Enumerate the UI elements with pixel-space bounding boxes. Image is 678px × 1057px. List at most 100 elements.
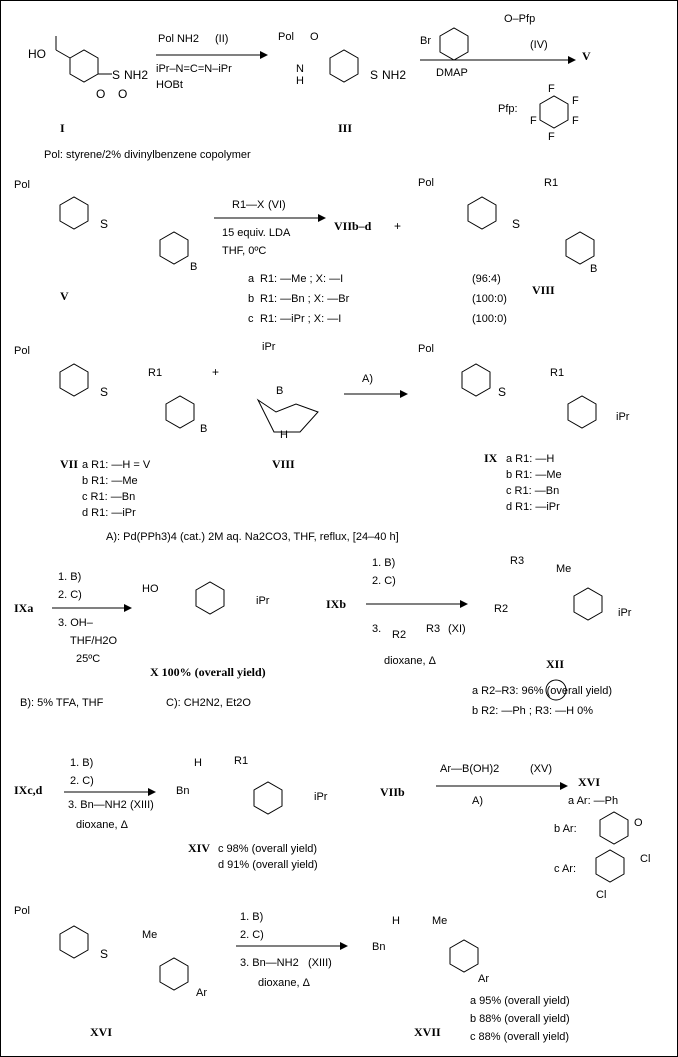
atom-o: O	[118, 87, 127, 101]
label-I: I	[60, 121, 65, 135]
atom-h: H	[392, 915, 400, 927]
entry-a: a R1: —H = V	[82, 459, 151, 471]
entry-c-ratio: (100:0)	[472, 313, 507, 325]
entry-c: c Ar:	[554, 863, 576, 875]
compound-XIV: H Bn R1 iPr XIV	[176, 755, 328, 855]
atom-s: S	[100, 217, 108, 231]
cond-3: 3.	[372, 623, 381, 635]
entry-b: b R1: —Me	[82, 475, 138, 487]
atom-me: Me	[556, 563, 571, 575]
atom-br: B	[190, 261, 197, 273]
atom-ipr: iPr	[256, 595, 270, 607]
entry-d: d 91% (overall yield)	[218, 859, 318, 871]
atom-pol: Pol	[418, 177, 434, 189]
step-3-conditions: R1—X (VI) 15 equiv. LDA THF, 0ºC VIIb–d …	[214, 199, 401, 257]
entry-c: c 88% (overall yield)	[470, 1031, 569, 1043]
compound-X: HO iPr X 100% (overall yield)	[142, 581, 270, 679]
label-VI: (VI)	[268, 199, 286, 211]
atom-f: F	[572, 95, 579, 107]
label-XVII: XVII	[414, 1025, 441, 1039]
compound-VII: Pol S R1 B VII	[14, 345, 207, 471]
reagent-pol-nh2: Pol NH2	[158, 33, 199, 45]
label-VIII2: VIII	[272, 457, 295, 471]
reagent-hobt: HOBt	[156, 79, 183, 91]
atom-r1: R1	[550, 367, 564, 379]
atom-pol: Pol	[278, 31, 294, 43]
entry-a-ratio: (96:4)	[472, 273, 501, 285]
entry-a: a 95% (overall yield)	[470, 995, 570, 1007]
ring-icon	[545, 679, 567, 701]
entry-c: c	[248, 313, 254, 325]
label-VII: VII	[60, 457, 78, 471]
reagent-dic: iPr–N=C=N–iPr	[156, 63, 232, 75]
reagent-thf: THF, 0ºC	[222, 245, 266, 257]
atom-h: H	[194, 757, 202, 769]
atom-h: H	[296, 75, 304, 87]
atom-pol: Pol	[14, 905, 30, 917]
table-viii: a R1: —Me ; X: —I (96:4) b R1: —Bn ; X: …	[248, 273, 507, 325]
label-XVI: XVI	[578, 775, 600, 789]
entry-c: c 98% (overall yield)	[218, 843, 317, 855]
atom-cl: Cl	[596, 889, 606, 901]
label-XII: XII	[546, 657, 564, 671]
label-X: X 100% (overall yield)	[150, 665, 266, 679]
cond-A: A)	[362, 373, 373, 385]
atom-h: H	[280, 429, 288, 441]
compound-V: Pol S B V	[14, 179, 197, 303]
cond-B: 1. B)	[240, 911, 263, 923]
label-pfp: Pfp:	[498, 103, 518, 115]
entry-c-r: R1: —iPr ; X: —I	[260, 313, 341, 325]
atom-bn: Bn	[372, 941, 385, 953]
cond-dioxane: dioxane, Δ	[76, 819, 129, 831]
table-ix: a R1: —H b R1: —Me c R1: —Bn d R1: —iPr	[506, 453, 562, 513]
reagent-r1x: R1—X	[232, 199, 265, 211]
atom-s: S	[512, 217, 520, 231]
atom-r2: R2	[392, 629, 406, 641]
table-xiv: c 98% (overall yield) d 91% (overall yie…	[218, 843, 318, 871]
entry-a: a	[248, 273, 255, 285]
compound-III: Pol N H O S NH2 III	[278, 31, 406, 135]
entry-d: d R1: —iPr	[82, 507, 136, 519]
atom-ipr: iPr	[262, 341, 276, 353]
label-II: (II)	[215, 33, 228, 45]
label-XIII2: (XIII)	[308, 957, 332, 969]
label-IX: IX	[484, 451, 498, 465]
reagent-arboh2: Ar—B(OH)2	[440, 763, 499, 775]
atom-br: B	[200, 423, 207, 435]
entry-a: a R2–R3: 96% (overall yield)	[472, 685, 612, 697]
note-A: A): Pd(PPh3)4 (cat.) 2M aq. Na2CO3, THF,…	[106, 531, 399, 543]
atom-o: O	[310, 31, 319, 43]
entry-b-r: R1: —Bn ; X: —Br	[260, 293, 350, 305]
cond-A: A)	[472, 795, 483, 807]
atom-o: O	[96, 87, 105, 101]
atom-ipr: iPr	[616, 411, 630, 423]
atom-f: F	[548, 131, 555, 143]
entry-d: d R1: —iPr	[506, 501, 560, 513]
note-B: B): 5% TFA, THF	[20, 697, 104, 709]
entry-a-r: R1: —Me ; X: —I	[260, 273, 343, 285]
atom-f: F	[572, 115, 579, 127]
reagent-dmap: DMAP	[436, 67, 468, 79]
atom-f: F	[548, 83, 555, 95]
table-xvii: a 95% (overall yield) b 88% (overall yie…	[470, 995, 570, 1043]
step-IXcd: IXc,d 1. B) 2. C) 3. Bn—NH2 (XIII) dioxa…	[14, 757, 156, 831]
atom-o: O	[634, 817, 643, 829]
atom-s: S	[498, 385, 506, 399]
label-XV: (XV)	[530, 763, 552, 775]
atom-ipr: iPr	[314, 791, 328, 803]
atom-nh2: NH2	[382, 68, 406, 82]
step-2-conditions: Br O–Pfp (IV) DMAP Pfp: F F F F F V	[420, 13, 591, 143]
step-XVI: 1. B) 2. C) 3. Bn—NH2 (XIII) dioxane, Δ	[236, 911, 348, 989]
label-VIII: VIII	[532, 283, 555, 297]
atom-nh2: NH2	[124, 68, 148, 82]
cond-C: 2. C)	[58, 589, 82, 601]
atom-pol: Pol	[418, 343, 434, 355]
cond-bn-nh2: 3. Bn—NH2	[68, 799, 127, 811]
atom-r1: R1	[234, 755, 248, 767]
label-XIII: (XIII)	[130, 799, 154, 811]
atom-r3: R3	[510, 555, 524, 567]
label-III: III	[338, 121, 352, 135]
entry-c: c R1: —Bn	[82, 491, 135, 503]
label-V2: V	[60, 289, 69, 303]
